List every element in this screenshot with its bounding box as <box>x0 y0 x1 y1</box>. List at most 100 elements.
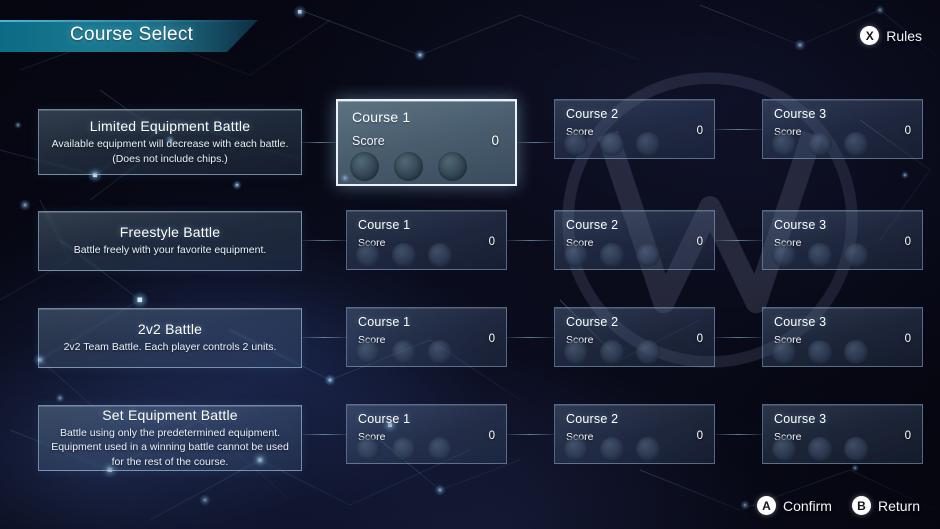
course-thumbnails <box>564 243 660 267</box>
score-value: 0 <box>488 430 495 442</box>
course-thumbnail <box>772 340 796 364</box>
course-thumbnail <box>600 132 624 156</box>
course-thumbnail <box>600 243 624 267</box>
score-value: 0 <box>488 333 495 345</box>
score-value: 0 <box>904 333 911 345</box>
course-thumbnail <box>392 340 416 364</box>
score-value: 0 <box>488 236 495 248</box>
course-thumbnail <box>392 437 416 461</box>
course-thumbnail <box>564 340 588 364</box>
score-label: Score <box>352 134 385 148</box>
rules-label: Rules <box>886 27 922 44</box>
course-card[interactable]: Course 3Score0 <box>762 99 923 159</box>
connector-line <box>517 142 554 143</box>
course-thumbnails <box>350 152 467 181</box>
course-thumbnail <box>844 340 868 364</box>
course-card-title: Course 3 <box>774 412 827 426</box>
footer-prompts: A Confirm B Return <box>756 496 920 515</box>
header-banner-highlight <box>0 20 258 22</box>
mode-description-line: Battle freely with your favorite equipme… <box>73 244 267 257</box>
connector-line <box>715 434 762 435</box>
connector-line <box>302 337 347 338</box>
course-card[interactable]: Course 3Score0 <box>762 307 923 367</box>
confirm-button[interactable]: A Confirm <box>756 496 832 515</box>
score-value: 0 <box>904 430 911 442</box>
course-card[interactable]: Course 2Score0 <box>554 307 715 367</box>
course-thumbnail <box>428 437 452 461</box>
connector-line <box>302 240 347 241</box>
course-thumbnail <box>428 243 452 267</box>
score-value: 0 <box>904 236 911 248</box>
a-button-icon: A <box>756 496 776 515</box>
course-thumbnail <box>636 132 660 156</box>
course-thumbnails <box>564 132 660 156</box>
course-thumbnail <box>356 437 380 461</box>
course-card-title: Course 2 <box>566 412 619 426</box>
course-card-title: Course 2 <box>566 218 619 232</box>
connector-line <box>507 337 554 338</box>
mode-description-line: Available equipment will decrease with e… <box>51 138 289 151</box>
score-value: 0 <box>696 236 703 248</box>
course-card[interactable]: Course 2Score0 <box>554 404 715 464</box>
course-thumbnail <box>428 340 452 364</box>
score-value: 0 <box>491 133 499 148</box>
course-card[interactable]: Course 3Score0 <box>762 210 923 270</box>
course-thumbnail <box>600 437 624 461</box>
course-thumbnail <box>636 437 660 461</box>
rules-button[interactable]: X Rules <box>860 26 922 45</box>
mode-title: Limited Equipment Battle <box>89 118 251 135</box>
connector-line <box>507 240 554 241</box>
connector-line <box>507 434 554 435</box>
course-thumbnails <box>772 243 868 267</box>
x-button-icon: X <box>860 26 880 45</box>
course-card-title: Course 3 <box>774 107 827 121</box>
course-card-title: Course 3 <box>774 315 827 329</box>
course-thumbnail <box>394 152 423 181</box>
course-thumbnails <box>772 132 868 156</box>
b-button-icon: B <box>851 496 871 515</box>
connector-line <box>715 337 762 338</box>
course-thumbnail <box>844 243 868 267</box>
course-thumbnails <box>564 340 660 364</box>
course-thumbnail <box>564 243 588 267</box>
course-card-title: Course 1 <box>358 315 411 329</box>
course-card[interactable]: Course 3Score0 <box>762 404 923 464</box>
confirm-label: Confirm <box>782 497 832 514</box>
course-thumbnail <box>564 132 588 156</box>
course-card-title: Course 3 <box>774 218 827 232</box>
mode-title: Freestyle Battle <box>119 224 221 241</box>
course-thumbnail <box>772 132 796 156</box>
mode-description-line: Equipment used in a winning battle canno… <box>51 441 289 468</box>
course-card[interactable]: Course 2Score0 <box>554 210 715 270</box>
course-thumbnail <box>564 437 588 461</box>
course-thumbnails <box>356 437 452 461</box>
course-thumbnail <box>808 340 832 364</box>
connector-line <box>715 240 762 241</box>
course-thumbnail <box>350 152 379 181</box>
course-card-title: Course 1 <box>352 109 411 125</box>
course-thumbnails <box>564 437 660 461</box>
header-banner <box>0 20 258 52</box>
course-card[interactable]: Course 2Score0 <box>554 99 715 159</box>
score-value: 0 <box>696 430 703 442</box>
course-card-title: Course 2 <box>566 315 619 329</box>
course-thumbnail <box>772 243 796 267</box>
mode-description: Battle using only the predetermined equi… <box>39 426 301 469</box>
mode-description: 2v2 Team Battle. Each player controls 2 … <box>56 340 285 354</box>
mode-description: Available equipment will decrease with e… <box>44 137 297 165</box>
score-value: 0 <box>904 125 911 137</box>
course-thumbnail <box>844 437 868 461</box>
course-thumbnail <box>636 340 660 364</box>
mode-description-line: 2v2 Team Battle. Each player controls 2 … <box>63 341 277 354</box>
mode-description-line: (Does not include chips.) <box>112 152 228 165</box>
return-button[interactable]: B Return <box>851 496 920 515</box>
course-card[interactable]: Course 1 Score 0 <box>336 99 517 186</box>
